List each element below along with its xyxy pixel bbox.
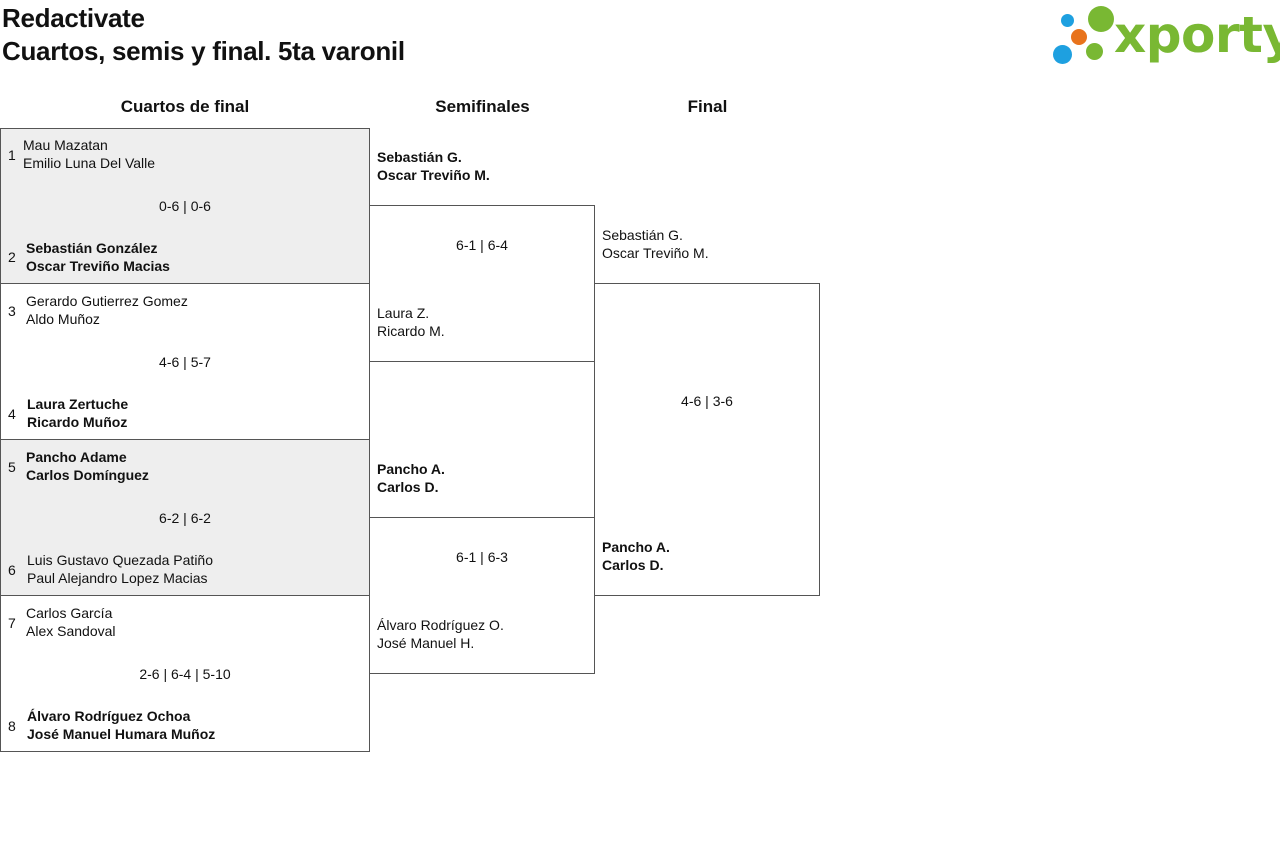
- player-name: Pancho A.: [377, 461, 445, 477]
- quarterfinal-match-2[interactable]: 3 Gerardo Gutierrez Gomez Aldo Muñoz 4-6…: [0, 283, 370, 440]
- semifinal-2-team-1-winner[interactable]: Pancho A. Carlos D.: [377, 460, 445, 496]
- semifinal-match-1[interactable]: 6-1 | 6-4 Laura Z. Ricardo M.: [369, 205, 595, 362]
- player-name: Oscar Treviño M.: [377, 167, 490, 183]
- player-name: Carlos Domínguez: [26, 467, 149, 483]
- player-name: Aldo Muñoz: [26, 311, 100, 327]
- team-1[interactable]: Carlos García Alex Sandoval: [26, 604, 116, 640]
- player-name: Ricardo M.: [377, 323, 445, 339]
- player-name: Laura Z.: [377, 305, 430, 321]
- seed-number: 7: [8, 615, 16, 631]
- match-score: 2-6 | 6-4 | 5-10: [139, 666, 231, 682]
- player-name: Ricardo Muñoz: [27, 414, 128, 430]
- match-score: 0-6 | 0-6: [159, 198, 211, 214]
- team-2[interactable]: Álvaro Rodríguez O. José Manuel H.: [377, 616, 504, 652]
- match-score: 6-1 | 6-3: [456, 549, 508, 565]
- team-2-winner[interactable]: Laura Zertuche Ricardo Muñoz: [27, 395, 128, 431]
- player-name: Oscar Treviño M.: [602, 245, 709, 261]
- final-match[interactable]: 4-6 | 3-6 Pancho A. Carlos D.: [594, 283, 820, 596]
- team-2[interactable]: Luis Gustavo Quezada Patiño Paul Alejand…: [27, 551, 213, 587]
- seed-number: 3: [8, 303, 16, 319]
- player-name: Sebastián González: [26, 240, 158, 256]
- match-score: 4-6 | 5-7: [159, 354, 211, 370]
- player-name: Gerardo Gutierrez Gomez: [26, 293, 188, 309]
- player-name: José Manuel Humara Muñoz: [27, 726, 216, 742]
- player-name: Paul Alejandro Lopez Macias: [27, 570, 208, 586]
- seed-number: 2: [8, 249, 16, 265]
- column-heading-semis: Semifinales: [435, 97, 530, 116]
- team-2-winner[interactable]: Álvaro Rodríguez Ochoa José Manuel Humar…: [27, 707, 215, 743]
- page-subtitle: Cuartos, semis y final. 5ta varonil: [2, 36, 405, 66]
- match-score: 6-2 | 6-2: [159, 510, 211, 526]
- semifinal-match-2[interactable]: 6-1 | 6-3 Álvaro Rodríguez O. José Manue…: [369, 517, 595, 674]
- column-heading-quarters: Cuartos de final: [120, 97, 250, 116]
- quarterfinal-match-3[interactable]: 5 Pancho Adame Carlos Domínguez 6-2 | 6-…: [0, 439, 370, 596]
- player-name: Alex Sandoval: [26, 623, 116, 639]
- match-score: 4-6 | 3-6: [681, 393, 733, 409]
- team-1[interactable]: Gerardo Gutierrez Gomez Aldo Muñoz: [26, 292, 188, 328]
- semifinal-1-team-1-winner[interactable]: Sebastián G. Oscar Treviño M.: [377, 148, 490, 184]
- seed-number: 1: [8, 147, 16, 163]
- final-team-1[interactable]: Sebastián G. Oscar Treviño M.: [602, 226, 709, 262]
- match-score: 6-1 | 6-4: [456, 237, 508, 253]
- seed-number: 4: [8, 406, 16, 422]
- player-name: Sebastián G.: [602, 227, 683, 243]
- team-2[interactable]: Laura Z. Ricardo M.: [377, 304, 445, 340]
- seed-number: 8: [8, 718, 16, 734]
- quarterfinal-match-4[interactable]: 7 Carlos García Alex Sandoval 2-6 | 6-4 …: [0, 595, 370, 752]
- column-heading-final: Final: [687, 97, 728, 116]
- player-name: Luis Gustavo Quezada Patiño: [27, 552, 214, 568]
- player-name: José Manuel H.: [377, 635, 475, 651]
- player-name: Laura Zertuche: [27, 396, 129, 412]
- xporty-logo[interactable]: xporty: [1050, 4, 1280, 66]
- player-name: Pancho Adame: [26, 449, 127, 465]
- final-team-2-winner[interactable]: Pancho A. Carlos D.: [602, 538, 670, 574]
- team-1-winner[interactable]: Pancho Adame Carlos Domínguez: [26, 448, 149, 484]
- player-name: Álvaro Rodríguez Ochoa: [27, 708, 191, 724]
- seed-number: 6: [8, 562, 16, 578]
- player-name: Emilio Luna Del Valle: [23, 155, 156, 171]
- team-1[interactable]: Mau Mazatan Emilio Luna Del Valle: [23, 136, 155, 172]
- player-name: Carlos D.: [377, 479, 439, 495]
- player-name: Sebastián G.: [377, 149, 462, 165]
- logo-text: xporty: [1114, 6, 1280, 64]
- team-2-winner[interactable]: Sebastián González Oscar Treviño Macias: [26, 239, 170, 275]
- player-name: Carlos D.: [602, 557, 664, 573]
- quarterfinal-match-1[interactable]: 1 Mau Mazatan Emilio Luna Del Valle 0-6 …: [0, 128, 370, 284]
- player-name: Mau Mazatan: [23, 137, 108, 153]
- player-name: Oscar Treviño Macias: [26, 258, 170, 274]
- player-name: Carlos García: [26, 605, 113, 621]
- seed-number: 5: [8, 459, 16, 475]
- player-name: Álvaro Rodríguez O.: [377, 617, 504, 633]
- player-name: Pancho A.: [602, 539, 670, 555]
- page-title: Redactivate: [2, 3, 145, 33]
